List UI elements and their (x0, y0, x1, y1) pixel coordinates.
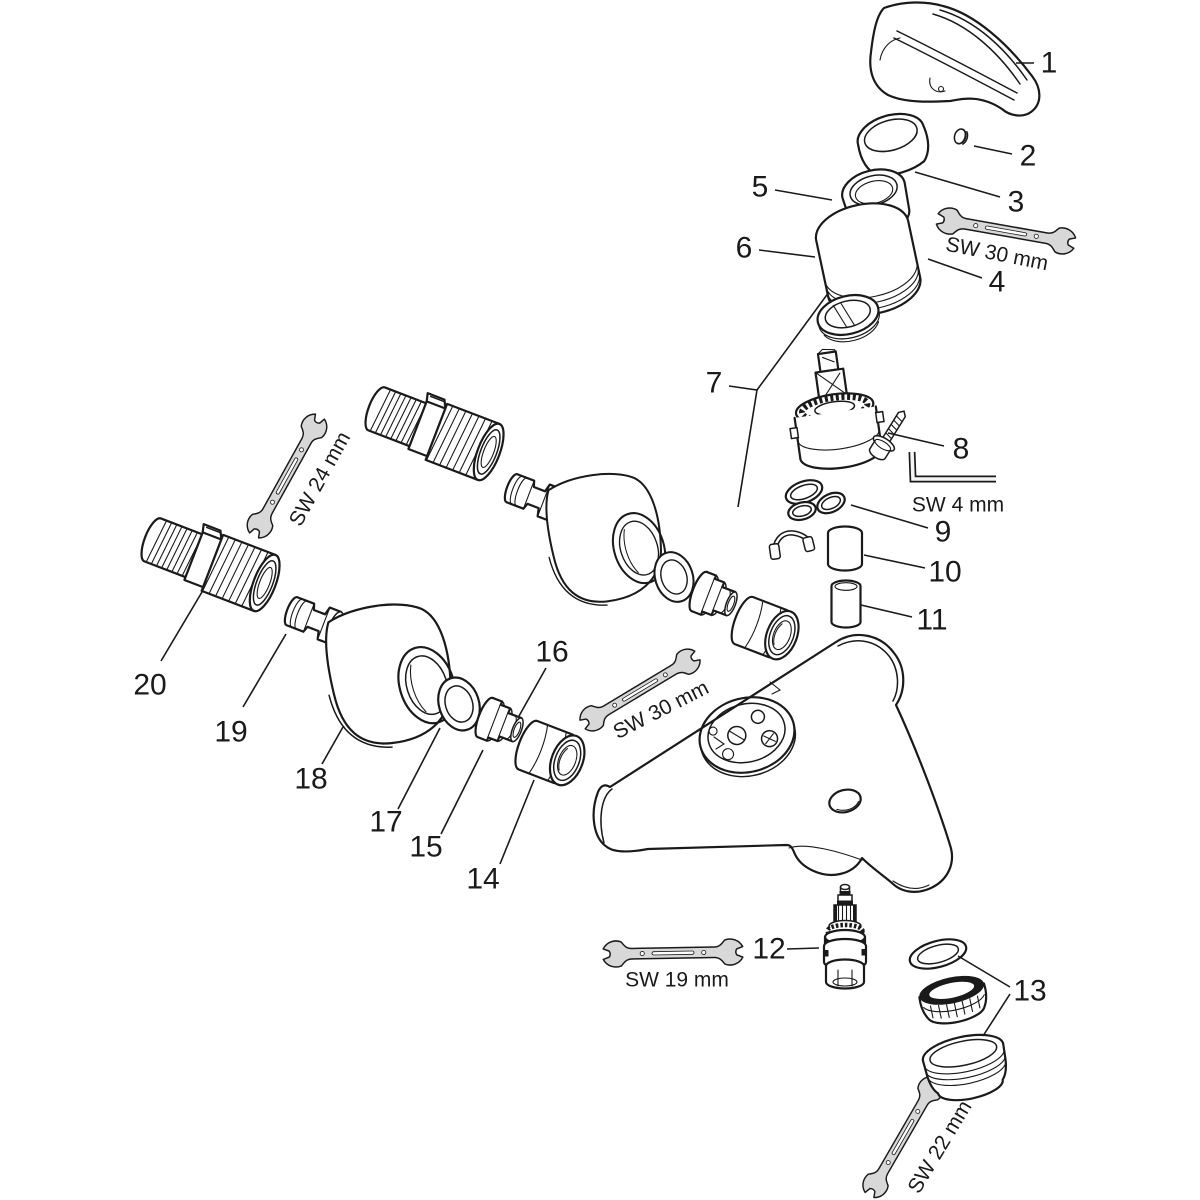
part-10-cap (826, 525, 864, 572)
part-label-2: 2 (1020, 140, 1037, 173)
part-label-5: 5 (752, 171, 769, 204)
part-1-handle (869, 1, 1041, 117)
nut-upper (725, 592, 807, 666)
part-label-9: 9 (935, 516, 952, 549)
wrench-sw19-icon (602, 938, 744, 968)
tool-label-sw24: SW 24 mm (285, 428, 355, 530)
leader-7 (728, 291, 830, 508)
leader-16 (518, 667, 547, 717)
leader-9 (850, 504, 929, 529)
part-10-clip (768, 530, 816, 561)
leader-11 (860, 604, 913, 618)
part-label-7: 7 (706, 367, 723, 400)
part-12-diverter-cartridge (822, 883, 868, 990)
part-label-3: 3 (1008, 186, 1025, 219)
faucet-body (592, 633, 954, 893)
part-11-cap (830, 579, 862, 629)
part-label-1: 1 (1041, 47, 1058, 80)
part-7-threaded-ring (816, 293, 880, 343)
leader-10 (863, 554, 926, 569)
leader-18 (321, 726, 344, 765)
part-label-4: 4 (989, 266, 1006, 299)
part-label-17: 17 (369, 806, 402, 839)
part-label-10: 10 (928, 556, 961, 589)
tool-label-sw19: SW 19 mm (625, 969, 729, 992)
leader-5 (774, 189, 833, 201)
part-label-20: 20 (133, 669, 166, 702)
leader-13 (957, 955, 1011, 1037)
part-label-18: 18 (294, 763, 327, 796)
part-2-plug-screw (953, 128, 969, 145)
leader-12 (786, 947, 820, 950)
part-label-13: 13 (1013, 975, 1046, 1008)
leader-3 (914, 171, 1001, 198)
leader-2 (973, 145, 1013, 155)
part-label-14: 14 (466, 863, 499, 896)
leader-17 (397, 727, 441, 810)
part-label-19: 19 (214, 716, 247, 749)
part-13-aerator-housing (921, 1033, 1007, 1102)
leader-8 (887, 432, 945, 447)
leader-19 (242, 633, 287, 708)
leader-15 (440, 749, 484, 835)
allen-key-sw4-icon (908, 451, 996, 483)
part-label-8: 8 (953, 433, 970, 466)
part-label-16: 16 (535, 636, 568, 669)
part-18-escutcheon (314, 592, 470, 758)
escutcheon-upper (535, 463, 678, 615)
body-hole (828, 788, 862, 814)
part-8-screw (868, 410, 907, 461)
leader-20 (160, 591, 203, 662)
part-label-6: 6 (736, 232, 753, 265)
part-13-aerator-insert (918, 975, 988, 1025)
leader-14 (499, 779, 535, 865)
part-label-12: 12 (752, 933, 785, 966)
part-9-o-rings (784, 479, 846, 522)
part-7-cartridge (789, 348, 885, 470)
part-label-11: 11 (916, 604, 947, 637)
part-label-15: 15 (409, 831, 442, 864)
tool-label-sw4: SW 4 mm (912, 494, 1004, 517)
s-connector-upper (357, 374, 512, 485)
leader-6 (758, 249, 816, 258)
leader-4 (927, 258, 983, 279)
cartridge-recess (698, 696, 797, 778)
part-13-seal-washer (908, 938, 968, 970)
